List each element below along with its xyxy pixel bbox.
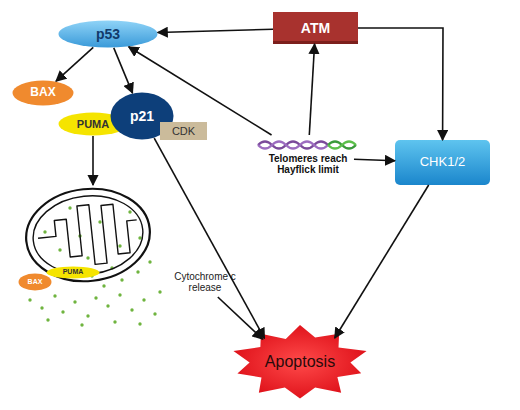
telomere-dna — [258, 142, 356, 149]
telomere-label: Telomeres reach Hayflick limit — [262, 135, 354, 180]
protein-ellipse: p53 — [58, 20, 158, 48]
node-text: PUMA — [77, 118, 109, 131]
node-text: PUMA — [63, 268, 84, 276]
outer-membrane — [22, 183, 155, 287]
inner-membrane — [29, 190, 147, 279]
protein-ellipse: PUMA — [46, 266, 100, 279]
text-block: PUMA — [46, 266, 100, 279]
arrow-connector — [114, 48, 133, 93]
apoptosis-burst: Apoptosis — [230, 325, 370, 400]
node-text: Apoptosis — [265, 353, 335, 371]
node-text: ATM — [301, 20, 330, 36]
text-block: p53 — [58, 20, 158, 48]
node-text: Telomeres reach Hayflick limit — [262, 153, 354, 176]
arrow-connector — [158, 29, 273, 32]
kinase-box: CHK1/2 — [395, 140, 490, 185]
protein-ellipse: BAX — [18, 273, 52, 291]
text-block: CDK — [160, 122, 207, 140]
kinase-box: CDK — [160, 122, 207, 140]
arrow-connector — [354, 159, 395, 161]
starburst-shape — [233, 325, 366, 399]
text-block: Cytochrome c release — [164, 269, 246, 295]
ellipse-shape — [59, 21, 158, 48]
kinase-box: ATM — [273, 12, 358, 44]
mitochondrion: Cytochrome c release BAX PUMA — [18, 185, 248, 297]
arrow-connector — [218, 297, 263, 339]
node-text: Cytochrome c release — [164, 271, 246, 294]
cristae — [35, 200, 141, 270]
text-block: CHK1/2 — [395, 140, 490, 185]
arrow-connector — [335, 185, 429, 338]
ellipse-shape — [19, 274, 52, 291]
text-block: ATM — [273, 12, 358, 44]
ellipse-shape — [13, 81, 74, 106]
mitochondrion-drawing — [22, 183, 155, 287]
node-text: BAX — [28, 278, 43, 286]
text-block: BAX — [12, 80, 74, 106]
protein-ellipse: BAX — [12, 80, 74, 106]
text-block: BAX — [18, 273, 52, 291]
node-text: p53 — [96, 26, 120, 42]
node-text: BAX — [30, 86, 55, 100]
ellipse-shape — [47, 267, 100, 279]
arrow-connector — [92, 136, 94, 185]
node-text: CDK — [172, 125, 195, 138]
arrow-connector — [154, 138, 264, 338]
node-text: p21 — [130, 108, 154, 124]
arrow-connector — [56, 47, 93, 81]
text-block: Apoptosis — [230, 325, 370, 400]
text-block: Telomeres reach Hayflick limit — [262, 151, 354, 177]
arrow-connector — [309, 44, 314, 135]
node-text: CHK1/2 — [420, 155, 466, 170]
arrow-connector — [358, 28, 443, 140]
